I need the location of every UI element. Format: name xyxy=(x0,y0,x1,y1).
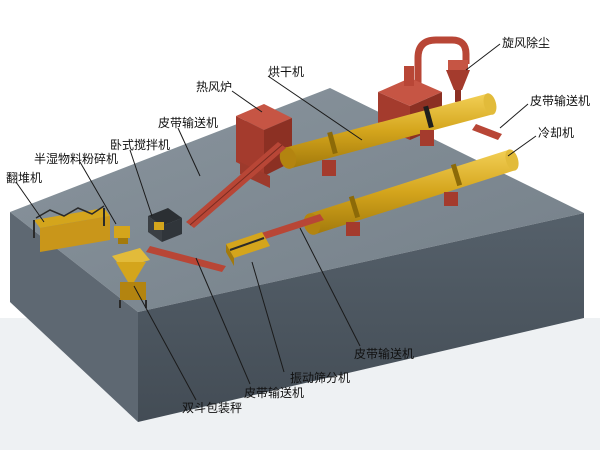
label-horizontal-mixer: 卧式搅拌机 xyxy=(110,138,171,152)
label-belt-conveyor-right: 皮带输送机 xyxy=(354,347,415,361)
belt-conveyor-to-dryer xyxy=(186,142,286,228)
label-dryer: 烘干机 xyxy=(268,65,305,79)
platform-left-side xyxy=(10,212,138,422)
label-hot-air-furnace: 热风炉 xyxy=(196,80,233,94)
dryer-drum xyxy=(279,93,497,176)
platform xyxy=(10,88,584,422)
turner xyxy=(33,205,110,252)
label-double-bucket-packer: 双斗包装秤 xyxy=(182,401,243,415)
label-turner: 翻堆机 xyxy=(6,171,43,185)
label-belt-conveyor-bottom: 皮带输送机 xyxy=(244,386,305,400)
horizontal-mixer xyxy=(148,208,182,242)
platform-front xyxy=(138,213,584,422)
label-cyclone-dust-collector: 旋风除尘 xyxy=(502,36,551,50)
label-cooler: 冷却机 xyxy=(538,126,575,140)
belt-conveyor-to-screen xyxy=(252,214,324,242)
semi-wet-crusher xyxy=(114,226,130,244)
vibrating-screen xyxy=(226,232,270,266)
label-vibrating-screen: 振动筛分机 xyxy=(290,371,351,385)
platform-top xyxy=(10,88,584,312)
belt-conveyor-to-cooler xyxy=(472,124,502,140)
label-belt-conveyor-mixer: 皮带输送机 xyxy=(158,116,219,130)
label-semi-wet-crusher: 半湿物料粉碎机 xyxy=(34,152,119,166)
cooler-drum xyxy=(303,149,519,236)
belt-conveyor-lower xyxy=(146,246,226,272)
label-belt-conveyor-cooler: 皮带输送机 xyxy=(530,94,591,108)
leader-lines xyxy=(15,43,537,401)
